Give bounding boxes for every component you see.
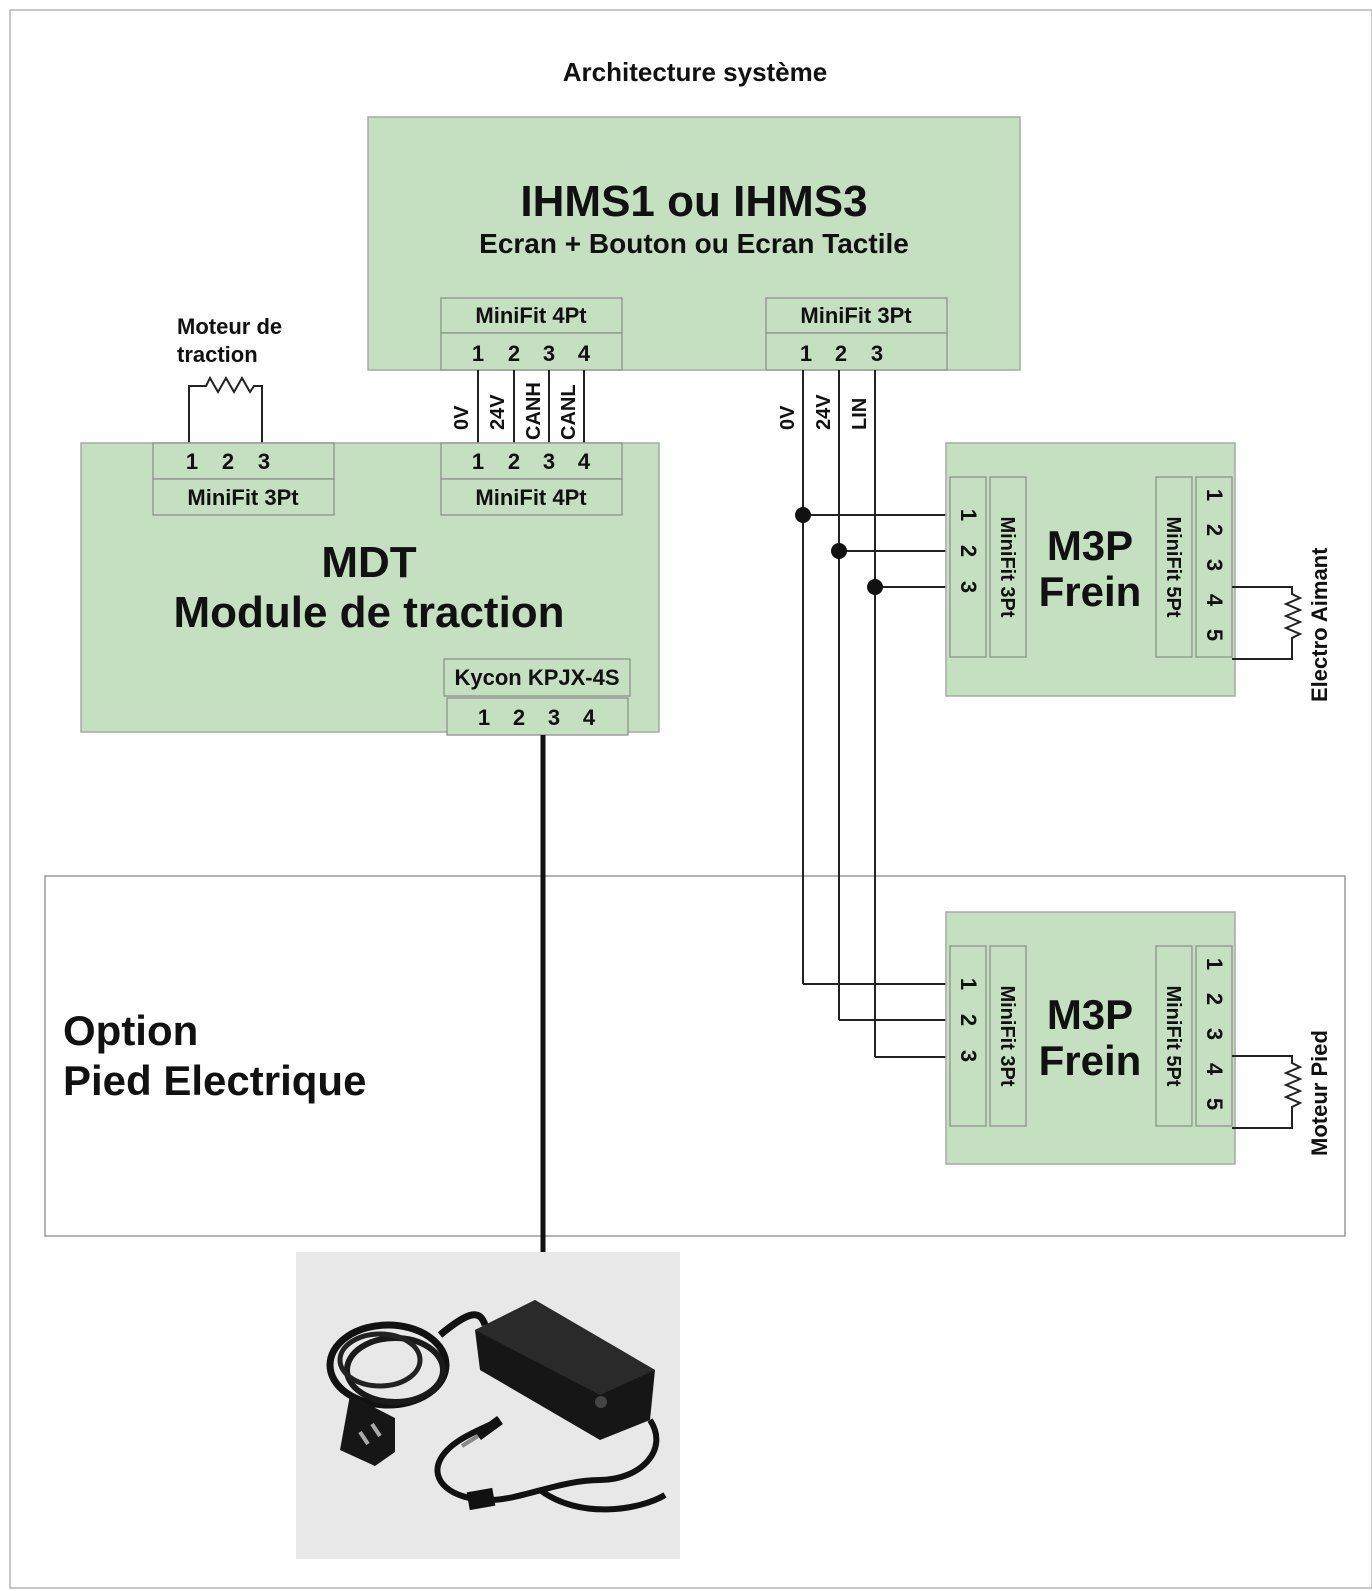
mdt-3pt-pin: 2 bbox=[222, 449, 234, 474]
mdt-4pt-pin: 4 bbox=[578, 449, 591, 474]
kycon-pin: 4 bbox=[583, 705, 596, 730]
page-frame bbox=[9, 9, 1372, 1589]
ihms-3pt-pin: 3 bbox=[871, 341, 883, 366]
junction-dot bbox=[831, 543, 847, 559]
signal-canh: CANH bbox=[523, 382, 545, 440]
m3p-brake-title: M3P bbox=[1047, 522, 1133, 569]
m3p-foot-5pt-pin: 3 bbox=[1202, 1028, 1227, 1040]
ihms-4pt-pin: 1 bbox=[472, 341, 484, 366]
m3p-foot-3pt-pin: 1 bbox=[956, 978, 981, 990]
m3p-brake-3pt-pin: 2 bbox=[956, 545, 981, 557]
m3p-foot-5pt-pin: 1 bbox=[1202, 958, 1227, 970]
m3p-brake-subtitle: Frein bbox=[1039, 568, 1142, 615]
m3p-brake-minifit-3pt-label: MiniFit 3Pt bbox=[996, 516, 1018, 617]
ihms-subtitle: Ecran + Bouton ou Ecran Tactile bbox=[479, 228, 909, 259]
m3p-brake-5pt-pin: 2 bbox=[1202, 524, 1227, 536]
electro-aimant-coil-icon bbox=[1232, 586, 1303, 660]
ihms-title: IHMS1 ou IHMS3 bbox=[520, 177, 867, 226]
traction-motor: Moteur de traction bbox=[177, 314, 282, 443]
kycon-pin: 2 bbox=[513, 705, 525, 730]
mdt-subtitle: Module de traction bbox=[173, 588, 564, 637]
m3p-foot-5pt-pin: 5 bbox=[1202, 1098, 1227, 1110]
m3p-brake-5pt-pin: 4 bbox=[1202, 594, 1227, 607]
ihms-minifit-3pt: MiniFit 3Pt 1 2 3 bbox=[765, 297, 948, 371]
ihms-minifit-3pt-label: MiniFit 3Pt bbox=[800, 303, 912, 328]
m3p-foot-3pt-pin: 2 bbox=[956, 1014, 981, 1026]
mdt-4pt-pin: 3 bbox=[543, 449, 555, 474]
ihms-3pt-pin: 1 bbox=[800, 341, 812, 366]
traction-motor-label-2: traction bbox=[177, 342, 258, 367]
electro-aimant-label: Electro Aimant bbox=[1307, 547, 1332, 702]
mdt-3pt-pin: 1 bbox=[186, 449, 198, 474]
ihms-4pt-pin: 4 bbox=[578, 341, 591, 366]
kycon-label: Kycon KPJX-4S bbox=[454, 665, 619, 690]
mdt-minifit-3pt-label: MiniFit 3Pt bbox=[187, 485, 299, 510]
m3p-foot-module: M3P Frein MiniFit 3Pt MiniFit 5Pt 1 2 3 … bbox=[945, 911, 1332, 1165]
m3p-brake-5pt-pin: 1 bbox=[1202, 489, 1227, 501]
m3p-brake-5pt-pin: 3 bbox=[1202, 559, 1227, 571]
option-label-2: Pied Electrique bbox=[63, 1057, 366, 1104]
m3p-brake-minifit-5pt-label: MiniFit 5Pt bbox=[1162, 516, 1184, 617]
m3p-foot-5pt-pin: 2 bbox=[1202, 993, 1227, 1005]
m3p-foot-minifit-3pt-label: MiniFit 3Pt bbox=[996, 985, 1018, 1086]
lin-bus-wires: 0V 24V LIN bbox=[777, 370, 950, 1058]
diagram-title: Architecture système bbox=[563, 57, 827, 87]
mdt-minifit-3pt: 1 2 3 MiniFit 3Pt bbox=[152, 442, 335, 516]
option-area bbox=[44, 875, 1346, 1237]
kycon-pin: 3 bbox=[548, 705, 560, 730]
can-bus-wires: 0V 24V CANH CANL bbox=[451, 370, 585, 443]
m3p-foot-subtitle: Frein bbox=[1039, 1037, 1142, 1084]
m3p-foot-3pt-pin: 3 bbox=[956, 1050, 981, 1062]
moteur-pied-coil-icon bbox=[1232, 1055, 1303, 1129]
mdt-minifit-4pt-label: MiniFit 4Pt bbox=[475, 485, 587, 510]
moteur-pied-label: Moteur Pied bbox=[1307, 1030, 1332, 1156]
mdt-minifit-4pt: 1 2 3 4 MiniFit 4Pt bbox=[440, 442, 623, 516]
ihms-3pt-pin: 2 bbox=[835, 341, 847, 366]
m3p-brake-3pt-pin: 1 bbox=[956, 509, 981, 521]
kycon-pin: 1 bbox=[478, 705, 490, 730]
option-label-1: Option bbox=[63, 1007, 198, 1054]
signal-24v: 24V bbox=[487, 394, 509, 430]
signal-lin: LIN bbox=[849, 398, 871, 430]
mdt-3pt-pin: 3 bbox=[258, 449, 270, 474]
ihms-minifit-4pt: MiniFit 4Pt 1 2 3 4 bbox=[440, 297, 623, 371]
power-adapter-image bbox=[296, 1252, 680, 1559]
m3p-foot-title: M3P bbox=[1047, 991, 1133, 1038]
m3p-brake-5pt-pin: 5 bbox=[1202, 629, 1227, 641]
ihms-minifit-4pt-label: MiniFit 4Pt bbox=[475, 303, 587, 328]
mdt-4pt-pin: 1 bbox=[472, 449, 484, 474]
m3p-foot-minifit-5pt-label: MiniFit 5Pt bbox=[1162, 985, 1184, 1086]
mdt-module: MDT Module de traction 1 2 3 MiniFit 3Pt… bbox=[80, 442, 660, 736]
m3p-foot-5pt-pin: 4 bbox=[1202, 1063, 1227, 1076]
mdt-title: MDT bbox=[321, 538, 416, 587]
junction-dot bbox=[867, 579, 883, 595]
m3p-brake-module: M3P Frein MiniFit 3Pt MiniFit 5Pt 1 2 3 … bbox=[945, 442, 1332, 702]
junction-dot bbox=[795, 507, 811, 523]
traction-motor-coil-icon bbox=[188, 375, 263, 443]
ihms-4pt-pin: 3 bbox=[543, 341, 555, 366]
mdt-kycon-connector: Kycon KPJX-4S 1 2 3 4 bbox=[443, 658, 631, 736]
ihms-module: IHMS1 ou IHMS3 Ecran + Bouton ou Ecran T… bbox=[367, 116, 1021, 371]
m3p-brake-3pt-pin: 3 bbox=[956, 581, 981, 593]
signal-lin-24v: 24V bbox=[813, 394, 835, 430]
mdt-4pt-pin: 2 bbox=[508, 449, 520, 474]
traction-motor-label-1: Moteur de bbox=[177, 314, 282, 339]
signal-0v: 0V bbox=[451, 405, 473, 430]
signal-lin-0v: 0V bbox=[777, 405, 799, 430]
signal-canl: CANL bbox=[558, 384, 580, 440]
ihms-4pt-pin: 2 bbox=[508, 341, 520, 366]
